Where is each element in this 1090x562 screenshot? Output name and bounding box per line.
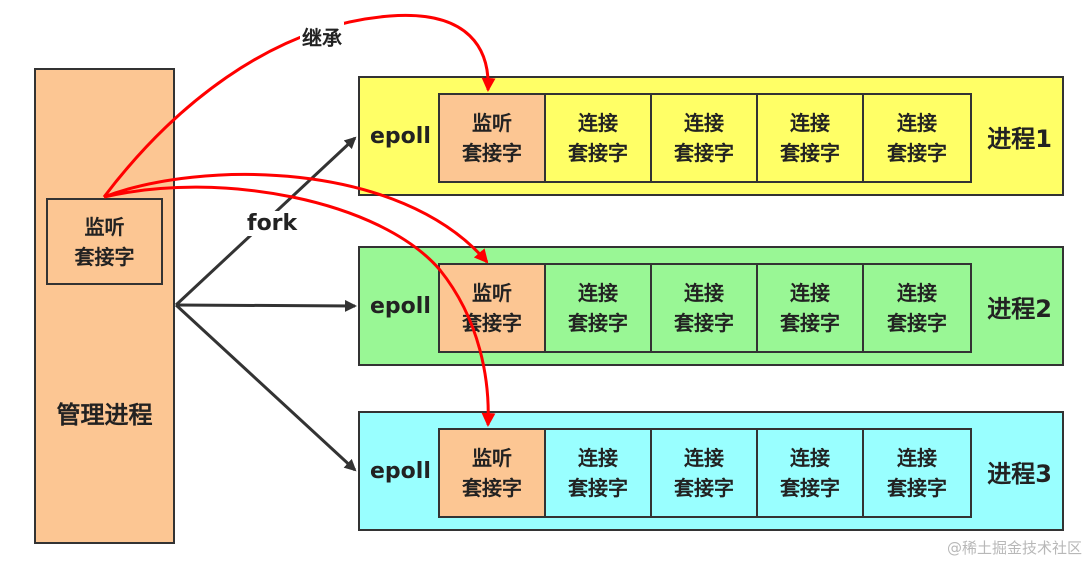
conn-socket-line2: 套接字	[887, 311, 947, 335]
conn-socket-line2: 套接字	[674, 311, 734, 335]
conn-socket-line1: 连接	[790, 281, 830, 305]
process-2-conn-socket-3: 连接 套接字	[758, 265, 864, 351]
fork-arrow-to-process-2	[175, 299, 357, 312]
conn-socket-line1: 连接	[578, 281, 618, 305]
inherit-label: 继承	[300, 22, 344, 51]
process-1-conn-socket-4: 连接 套接字	[864, 95, 970, 181]
process-2-conn-socket-1: 连接 套接字	[546, 265, 652, 351]
process-1-conn-socket-1: 连接 套接字	[546, 95, 652, 181]
manager-listen-socket: 监听 套接字	[46, 198, 163, 285]
manager-process-label: 管理进程	[56, 401, 153, 429]
conn-socket-line2: 套接字	[674, 476, 734, 500]
conn-socket-line1: 连接	[684, 281, 724, 305]
inherit-arrows	[102, 13, 496, 427]
process-1-socket-row: 监听 套接字 连接 套接字 连接 套接字 连接 套接字 连接 套接字	[438, 93, 972, 183]
inherit-arrow-to-process-1	[102, 13, 496, 198]
conn-socket-line1: 连接	[684, 111, 724, 135]
process-3-listen-socket: 监听 套接字	[440, 430, 546, 516]
inherit-arrow-to-process-2	[103, 172, 489, 264]
process-2-name: 进程2	[987, 294, 1052, 323]
conn-socket-line1: 连接	[790, 111, 830, 135]
process-3-conn-socket-1: 连接 套接字	[546, 430, 652, 516]
conn-socket-line1: 连接	[897, 446, 937, 470]
fork-arrow-to-process-3	[174, 303, 357, 472]
listen-socket-line2: 套接字	[462, 141, 522, 165]
conn-socket-line2: 套接字	[674, 141, 734, 165]
conn-socket-line1: 连接	[578, 446, 618, 470]
inherit-arrow-to-process-3	[103, 185, 496, 427]
process-1-box: epoll 监听 套接字 连接 套接字 连接 套接字 连接 套接字 连接 套接字…	[358, 76, 1064, 196]
process-3-conn-socket-3: 连接 套接字	[758, 430, 864, 516]
process-2-socket-row: 监听 套接字 连接 套接字 连接 套接字 连接 套接字 连接 套接字	[438, 263, 972, 353]
listen-socket-line1: 监听	[472, 111, 512, 135]
process-1-name: 进程1	[987, 124, 1052, 153]
fork-label: fork	[245, 211, 300, 236]
process-3-conn-socket-2: 连接 套接字	[652, 430, 758, 516]
process-3-box: epoll 监听 套接字 连接 套接字 连接 套接字 连接 套接字 连接 套接字…	[358, 411, 1064, 531]
listen-socket-line2: 套接字	[462, 476, 522, 500]
process-2-conn-socket-4: 连接 套接字	[864, 265, 970, 351]
process-2-epoll: epoll	[370, 293, 431, 319]
conn-socket-line1: 连接	[684, 446, 724, 470]
conn-socket-line2: 套接字	[780, 476, 840, 500]
process-1-conn-socket-2: 连接 套接字	[652, 95, 758, 181]
process-1-epoll: epoll	[370, 123, 431, 149]
conn-socket-line1: 连接	[578, 111, 618, 135]
conn-socket-line2: 套接字	[568, 476, 628, 500]
process-3-name: 进程3	[987, 459, 1052, 488]
process-2-box: epoll 监听 套接字 连接 套接字 连接 套接字 连接 套接字 连接 套接字…	[358, 246, 1064, 366]
conn-socket-line2: 套接字	[887, 476, 947, 500]
manager-process-box	[34, 68, 175, 544]
conn-socket-line2: 套接字	[568, 311, 628, 335]
conn-socket-line1: 连接	[897, 281, 937, 305]
conn-socket-line1: 连接	[897, 111, 937, 135]
listen-socket-line1: 监听	[472, 446, 512, 470]
process-1-conn-socket-3: 连接 套接字	[758, 95, 864, 181]
process-2-conn-socket-2: 连接 套接字	[652, 265, 758, 351]
process-3-epoll: epoll	[370, 458, 431, 484]
manager-socket-line1: 监听	[84, 214, 125, 239]
listen-socket-line1: 监听	[472, 281, 512, 305]
conn-socket-line1: 连接	[790, 446, 830, 470]
process-3-conn-socket-4: 连接 套接字	[864, 430, 970, 516]
watermark: @稀土掘金技术社区	[946, 539, 1082, 557]
conn-socket-line2: 套接字	[780, 141, 840, 165]
process-3-socket-row: 监听 套接字 连接 套接字 连接 套接字 连接 套接字 连接 套接字	[438, 428, 972, 518]
manager-socket-line2: 套接字	[74, 244, 135, 269]
conn-socket-line2: 套接字	[887, 141, 947, 165]
process-1-listen-socket: 监听 套接字	[440, 95, 546, 181]
conn-socket-line2: 套接字	[780, 311, 840, 335]
conn-socket-line2: 套接字	[568, 141, 628, 165]
